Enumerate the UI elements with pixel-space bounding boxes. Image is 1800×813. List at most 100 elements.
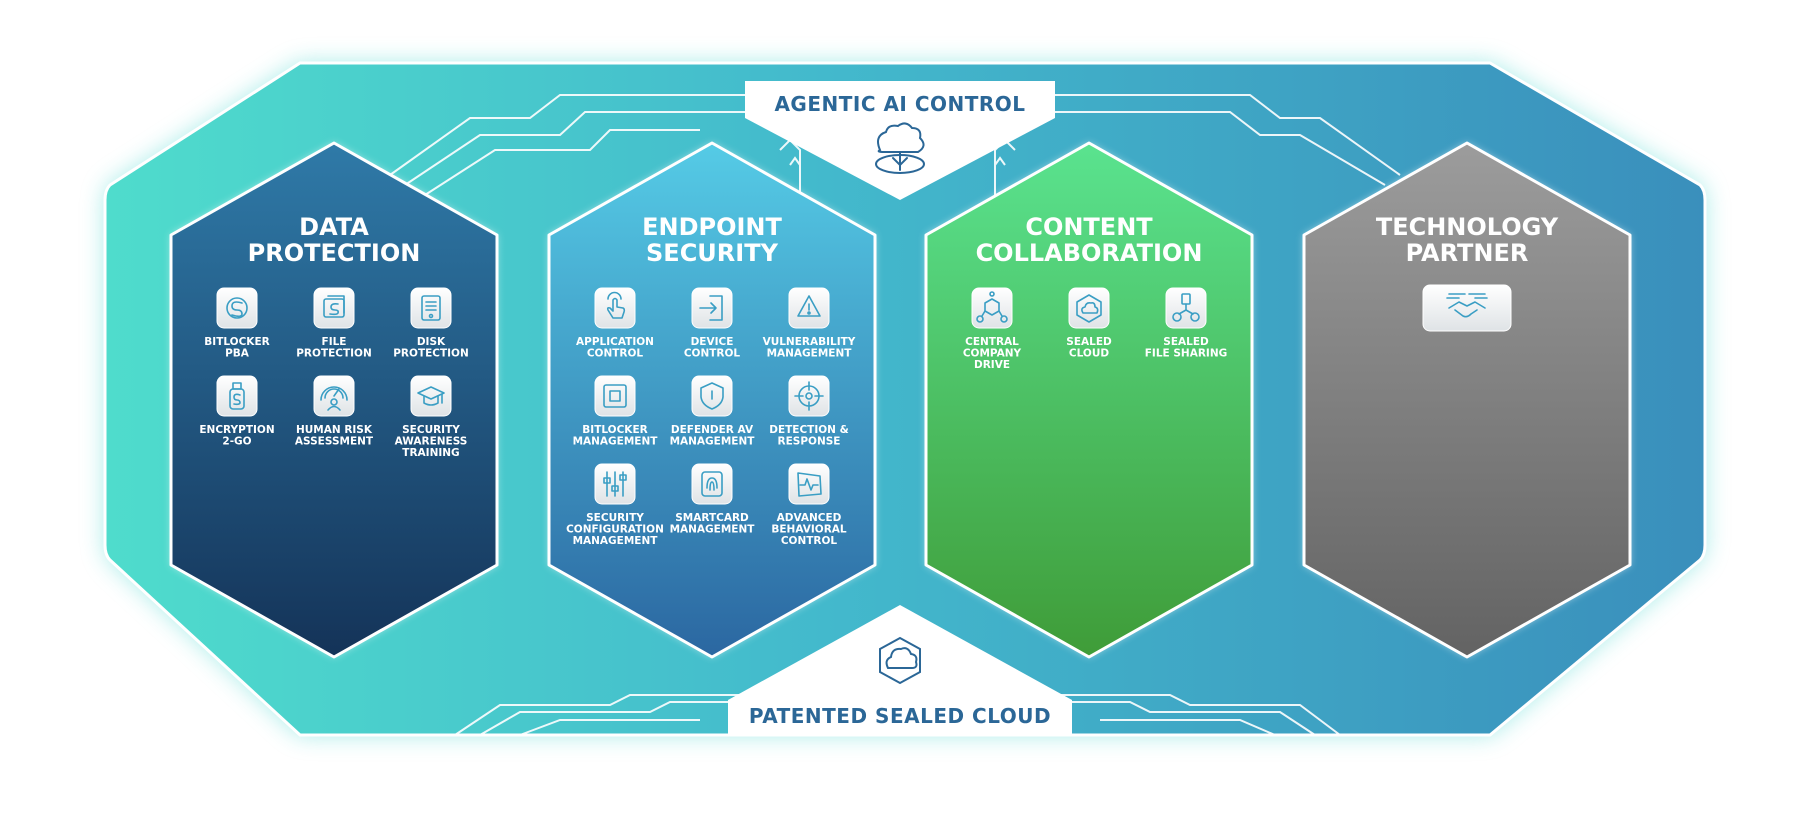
encryption-usb-icon [229, 382, 245, 410]
disk-protection-icon [421, 295, 441, 321]
feature-label: MANAGEMENT [573, 436, 659, 448]
feature-label: FILE SHARING [1145, 348, 1227, 360]
circuit-lines [389, 94, 1401, 736]
feature-label: VULNERABILITY [763, 336, 856, 348]
feature-label: PROTECTION [393, 348, 469, 360]
icon-tile [313, 287, 355, 329]
feature-handshake[interactable] [1422, 284, 1512, 332]
pillar-data-protection: DATAPROTECTIONBITLOCKERPBAFILEPROTECTION… [169, 141, 499, 659]
feature-label: RESPONSE [778, 436, 841, 448]
pillar-title: DATA [299, 213, 369, 241]
feature-label: AWARENESS [395, 436, 468, 448]
ai-brain-icon [875, 122, 925, 174]
pillar-title: SECURITY [646, 239, 779, 267]
feature-label: PBA [225, 348, 250, 360]
icon-tile [691, 463, 733, 505]
icon-tile [216, 375, 258, 417]
feature-crosshair[interactable]: DETECTION &RESPONSE [769, 375, 849, 448]
feature-label: CONFIGURATION [566, 524, 664, 536]
sealed-cloud-hex-icon [879, 636, 921, 685]
pillar-hexagon [924, 141, 1254, 659]
icon-tile [594, 287, 636, 329]
icon-tile [971, 287, 1013, 329]
hand-touch-icon [606, 291, 626, 319]
icon-tile [788, 375, 830, 417]
device-login-icon [699, 295, 723, 321]
feature-label: CONTROL [587, 348, 644, 360]
pillar-title: CONTENT [1025, 213, 1153, 241]
feature-label: BITLOCKER [204, 336, 269, 348]
feature-label: MANAGEMENT [767, 348, 853, 360]
feature-label: MANAGEMENT [670, 436, 756, 448]
graduation-cap-icon [417, 386, 445, 406]
feature-label: ADVANCED [777, 512, 842, 524]
pillar-title: PROTECTION [248, 239, 421, 267]
feature-label: APPLICATION [576, 336, 654, 348]
feature-label: PROTECTION [296, 348, 372, 360]
feature-label: DISK [417, 336, 446, 348]
file-protection-icon [323, 295, 345, 318]
behavior-pulse-icon [797, 472, 822, 497]
feature-label: BITLOCKER [582, 424, 647, 436]
feature-label: SECURITY [586, 512, 644, 524]
feature-label: MANAGEMENT [573, 535, 659, 547]
feature-label: SEALED [1163, 336, 1209, 348]
pillars: DATAPROTECTIONBITLOCKERPBAFILEPROTECTION… [169, 141, 1632, 659]
feature-label: FILE [322, 336, 347, 348]
handshake-icon [1446, 293, 1488, 318]
human-risk-gauge-icon [320, 386, 348, 411]
feature-label: SECURITY [402, 424, 460, 436]
feature-label: CENTRAL [965, 336, 1019, 348]
feature-label: MANAGEMENT [670, 524, 756, 536]
feature-label: CONTROL [684, 348, 741, 360]
feature-label: SMARTCARD [675, 512, 749, 524]
chip-icon [603, 384, 627, 408]
icon-tile [594, 375, 636, 417]
feature-label: COMPANY [963, 348, 1022, 360]
icon-tile [1068, 287, 1110, 329]
icon-tile [410, 375, 452, 417]
feature-label: SEALED [1066, 336, 1112, 348]
pillar-title: PARTNER [1406, 239, 1529, 267]
feature-label: ASSESSMENT [295, 436, 374, 448]
feature-label: 2-GO [222, 436, 251, 448]
smartcard-fingerprint-icon [701, 471, 723, 497]
feature-label: BEHAVIORAL [771, 524, 847, 536]
file-sharing-icon [1172, 293, 1200, 322]
sealed-cloud-icon [1076, 294, 1102, 323]
feature-label: TRAINING [402, 447, 459, 459]
bottom-banner [728, 605, 1072, 735]
top-banner [745, 81, 1055, 200]
feature-label: DEVICE [691, 336, 734, 348]
feature-label: DRIVE [974, 359, 1010, 371]
feature-label: CONTROL [781, 535, 838, 547]
top-banner-title: AGENTIC AI CONTROL [774, 92, 1025, 116]
feature-label: DEFENDER AV [671, 424, 754, 436]
pillar-title: COLLABORATION [976, 239, 1203, 267]
shield-icon [700, 382, 724, 410]
feature-label: CLOUD [1069, 348, 1109, 360]
pillar-endpoint-security: ENDPOINTSECURITYAPPLICATIONCONTROLDEVICE… [547, 141, 877, 659]
bottom-banner-title: PATENTED SEALED CLOUD [749, 704, 1051, 728]
feature-label: HUMAN RISK [296, 424, 373, 436]
feature-label: DETECTION & [769, 424, 849, 436]
